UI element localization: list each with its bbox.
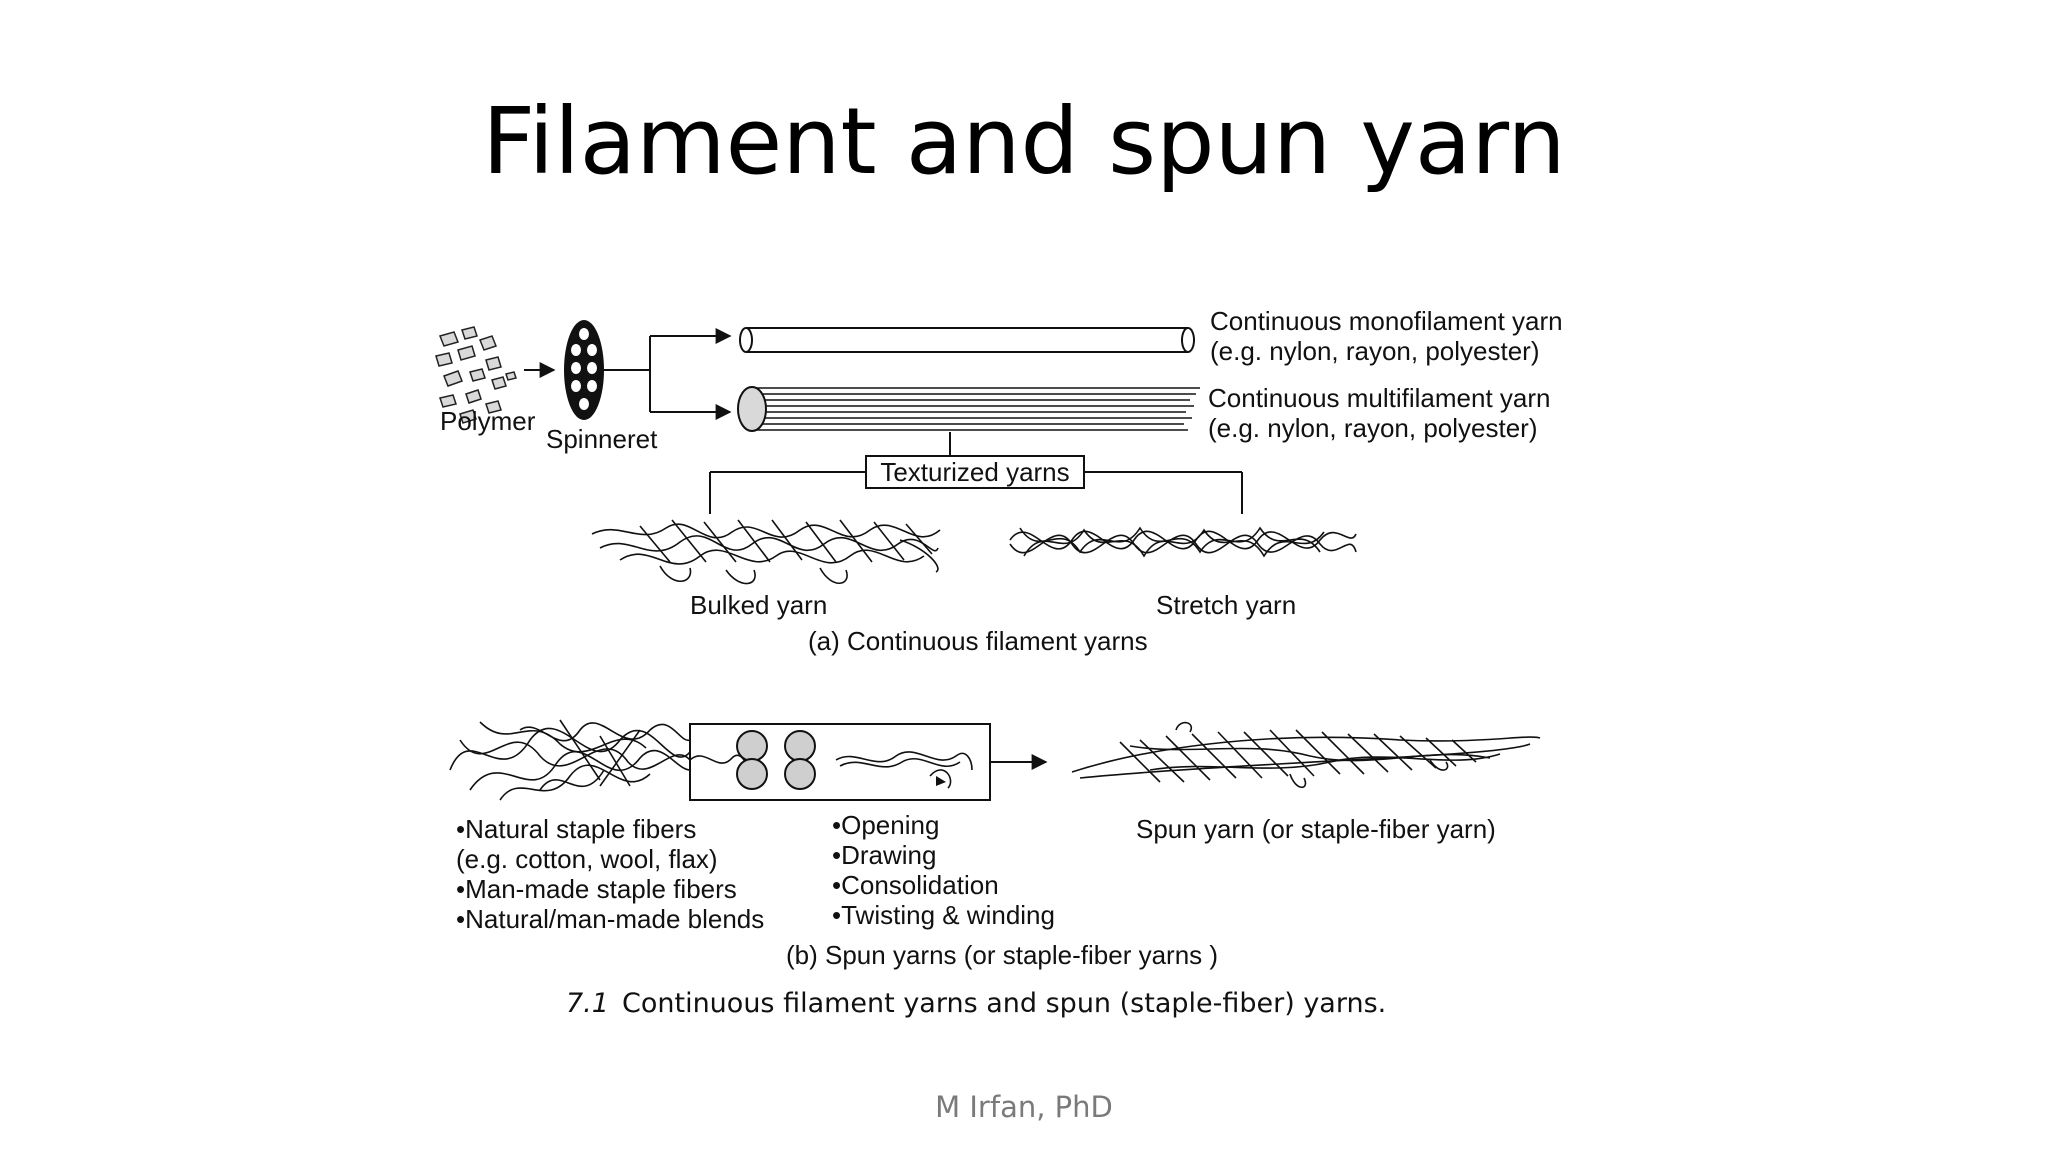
spun-yarn-icon [1071, 721, 1541, 789]
bulked-yarn-label: Bulked yarn [690, 590, 827, 620]
staple-fibers-icon [449, 719, 691, 801]
staple-list-item: •Natural staple fibers [456, 814, 696, 844]
caption-a: (a) Continuous filament yarns [808, 626, 1148, 656]
figure-caption: Continuous filament yarns and spun (stap… [622, 988, 1386, 1019]
process-list-item: •Opening [832, 810, 939, 840]
slide-title: Filament and spun yarn [482, 88, 1566, 195]
monofilament-yarn-icon [739, 327, 1195, 353]
spun-yarn-label: Spun yarn (or staple-fiber yarn) [1136, 814, 1496, 844]
staple-list-item: •Natural/man-made blends [456, 904, 764, 934]
process-list-item: •Drawing [832, 840, 936, 870]
spinneret-label: Spinneret [546, 424, 658, 454]
polymer-flakes-icon [435, 326, 517, 424]
multifilament-label-line1: Continuous multifilament yarn [1208, 383, 1551, 413]
texturized-label: Texturized yarns [880, 457, 1069, 487]
bulked-yarn-icon [591, 519, 941, 585]
polymer-label: Polymer [440, 406, 536, 436]
multifilament-yarn-icon [737, 386, 1200, 432]
staple-list-item: (e.g. cotton, wool, flax) [456, 844, 718, 874]
process-list-item: •Twisting & winding [832, 900, 1055, 930]
figure-number: 7.1 [566, 988, 609, 1019]
process-list-item: •Consolidation [832, 870, 999, 900]
branch-connector [604, 328, 732, 420]
slide-footer: M Irfan, PhD [935, 1090, 1113, 1124]
monofilament-label-line1: Continuous monofilament yarn [1210, 306, 1563, 336]
stretch-yarn-icon [1009, 526, 1357, 558]
spinneret-icon [564, 320, 604, 420]
staple-list-item: •Man-made staple fibers [456, 874, 737, 904]
staple-fiber-list: •Natural staple fibers (e.g. cotton, woo… [456, 814, 764, 934]
stretch-yarn-label: Stretch yarn [1156, 590, 1296, 620]
spinning-process-box [689, 723, 991, 801]
drafting-rollers-icon [736, 730, 816, 790]
texturized-bracket [709, 432, 1243, 514]
multifilament-label-line2: (e.g. nylon, rayon, polyester) [1208, 413, 1538, 443]
caption-b: (b) Spun yarns (or staple-fiber yarns ) [786, 940, 1218, 970]
process-step-list: •Opening •Drawing •Consolidation •Twisti… [832, 810, 1055, 930]
monofilament-label-line2: (e.g. nylon, rayon, polyester) [1210, 336, 1540, 366]
